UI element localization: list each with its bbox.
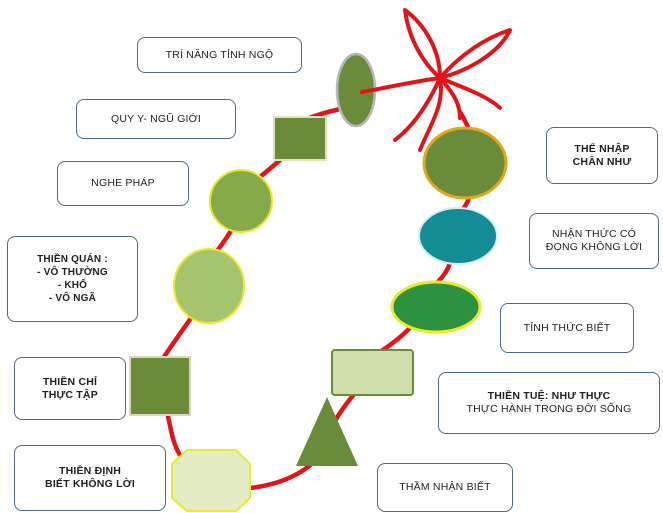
- label-thien-dinh: THIỀN ĐỊNH BIẾT KHÔNG LỜI: [14, 445, 166, 511]
- stage-thien-dinh-octagon: [172, 450, 250, 511]
- label-line: THỰC TẬP: [42, 389, 98, 402]
- bow-loop-left: [405, 10, 440, 78]
- label-text: NGHE PHÁP: [91, 177, 155, 190]
- label-line: CHÂN NHƯ: [573, 156, 632, 169]
- label-line: ĐỌNG KHÔNG LỜI: [546, 241, 642, 254]
- label-line: THIỀN ĐỊNH: [59, 465, 121, 478]
- label-line: THIỀN QUÁN :: [37, 253, 108, 266]
- stage-nhan-thuc-ellipse: [419, 208, 497, 264]
- label-line: BIẾT KHÔNG LỜI: [45, 478, 135, 491]
- bow-streamer: [395, 78, 440, 140]
- bow-streamer: [440, 78, 500, 108]
- stage-thien-quan-ellipse: [174, 249, 244, 323]
- label-thien-quan: THIỀN QUÁN : - VÔ THƯỜNG - KHỔ - VÔ NGÃ: [7, 236, 138, 322]
- label-tri-nang-tinh-ngo: TRÍ NĂNG TỈNH NGỘ: [137, 37, 302, 73]
- label-line: THIỀN CHỈ: [43, 376, 97, 389]
- label-line: - KHỔ: [58, 279, 87, 292]
- label-line: THỂ NHẬP: [574, 143, 629, 156]
- label-line: - VÔ THƯỜNG: [37, 266, 108, 279]
- label-tinh-thuc: TỈNH THỨC BIẾT: [500, 303, 634, 353]
- stage-thien-chi-square: [130, 357, 190, 415]
- label-thien-chi: THIỀN CHỈ THỰC TẬP: [14, 357, 126, 420]
- label-text: THẦM NHẬN BIẾT: [399, 481, 490, 494]
- label-quy-y-ngu-gioi: QUY Y- NGŨ GIỚI: [76, 99, 236, 139]
- label-the-nhap: THỂ NHẬP CHÂN NHƯ: [546, 127, 658, 184]
- label-thien-tue: THIỀN TUỆ: NHƯ THỰC THỰC HÀNH TRONG ĐỜI …: [438, 372, 660, 434]
- stage-thien-tue-rect: [332, 350, 413, 395]
- label-text: TỈNH THỨC BIẾT: [524, 322, 611, 335]
- label-tham-nhan: THẦM NHẬN BIẾT: [377, 463, 513, 512]
- label-line: THỰC HÀNH TRONG ĐỜI SỐNG: [467, 403, 632, 416]
- label-nhan-thuc: NHẬN THỨC CÓ ĐỌNG KHÔNG LỜI: [529, 213, 659, 269]
- label-line: NHẬN THỨC CÓ: [552, 228, 636, 241]
- label-line: - VÔ NGÃ: [49, 292, 96, 305]
- stage-quy-y-square: [274, 117, 326, 160]
- label-text: QUY Y- NGŨ GIỚI: [111, 113, 201, 126]
- stage-tham-nhan-triangle: [296, 397, 358, 466]
- stage-tinh-thuc-ellipse: [392, 282, 480, 332]
- label-nghe-phap: NGHE PHÁP: [57, 161, 189, 206]
- ribbon-bow: [362, 10, 510, 150]
- label-text: TRÍ NĂNG TỈNH NGỘ: [166, 49, 274, 62]
- stage-nghe-phap-circle: [210, 170, 272, 232]
- bow-loop-right: [440, 30, 510, 78]
- label-line: THIỀN TUỆ: NHƯ THỰC: [488, 390, 611, 403]
- stage-the-nhap-ellipse: [424, 128, 506, 198]
